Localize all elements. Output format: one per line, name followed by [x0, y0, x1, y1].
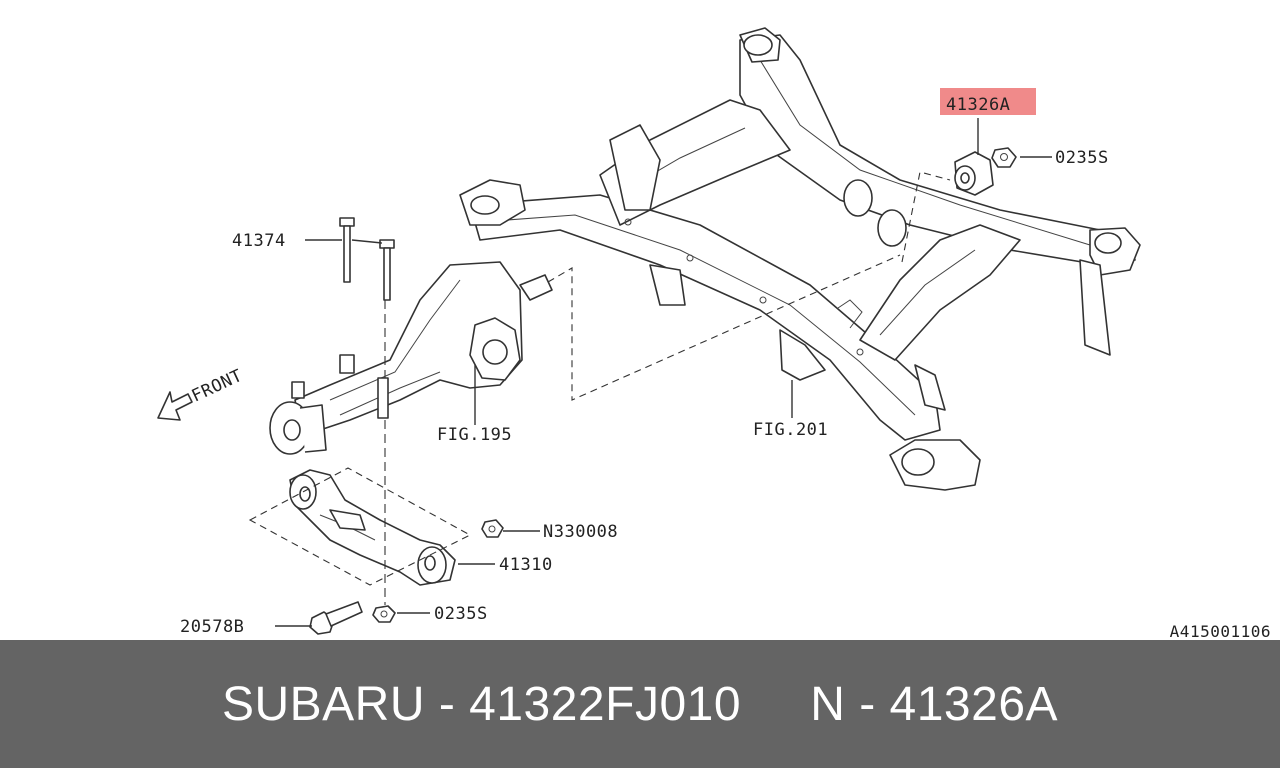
part-number-text: SUBARU - 41322FJ010 N - 41326A — [221, 677, 1059, 731]
exploded-parts-diagram: FRONT 41374 FIG.195 FIG.201 41326A 0235S… — [157, 27, 1271, 640]
nut-n330008-drawing — [481, 519, 504, 538]
label-41374: 41374 — [232, 231, 286, 251]
diff-member-drawing — [289, 469, 456, 586]
label-0235s-bottom: 0235S — [434, 604, 488, 624]
rear-differential-drawing — [269, 261, 553, 455]
label-0235s-top: 0235S — [1055, 148, 1109, 168]
label-41310: 41310 — [499, 555, 553, 575]
nut-0235s-bottom-drawing — [372, 605, 396, 623]
bolt-41374-drawing — [339, 217, 395, 301]
bolt-20578b-drawing — [309, 601, 363, 635]
rear-subframe-drawing — [459, 27, 1141, 491]
part-number-banner: SUBARU - 41322FJ010 N - 41326A — [0, 640, 1280, 768]
nut-0235s-top-drawing — [991, 147, 1017, 168]
label-20578b: 20578B — [180, 617, 244, 637]
diagram-code: A415001106 — [1170, 622, 1271, 640]
front-arrow-icon — [157, 391, 193, 421]
part-highlight — [940, 88, 1036, 115]
label-fig-201: FIG.201 — [753, 420, 828, 440]
label-fig-195: FIG.195 — [437, 425, 512, 445]
bushing-41326a-drawing — [954, 151, 994, 196]
front-label: FRONT — [189, 366, 246, 407]
leader-lines — [275, 118, 1052, 627]
assembly-dashed-lines — [248, 171, 951, 605]
label-n330008: N330008 — [543, 522, 618, 542]
label-41326a: 41326A — [946, 95, 1010, 115]
front-direction-indicator: FRONT — [157, 366, 246, 421]
